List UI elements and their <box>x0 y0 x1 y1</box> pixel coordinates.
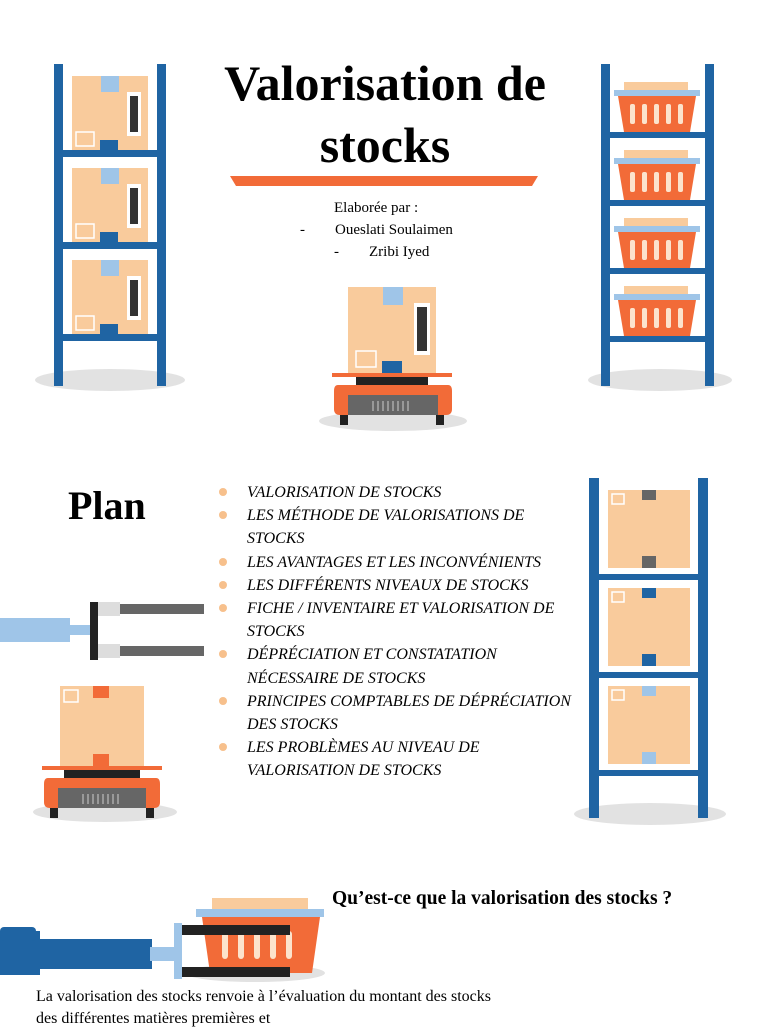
section-question-heading: Qu’est-ce que la valorisation des stocks… <box>332 888 673 909</box>
author-name: Oueslati Soulaimen <box>335 222 453 238</box>
right-shelf-baskets-illustration <box>588 64 732 391</box>
bullet-dash: - <box>300 222 305 238</box>
robot-cart-small-illustration <box>33 686 177 822</box>
plan-list: VALORISATION DE STOCKS LES MÉTHODE DE VA… <box>215 481 575 783</box>
document-title: Valorisation de stocks <box>224 55 546 173</box>
plan-item: FICHE / INVENTAIRE ET VALORISATION DE ST… <box>215 597 575 643</box>
box-icon <box>72 76 148 150</box>
section-paragraph: La valorisation des stocks renvoie à l’é… <box>36 988 491 1027</box>
box-icon <box>608 490 690 568</box>
box-icon <box>348 287 436 373</box>
box-icon <box>608 588 690 666</box>
plan-item: LES PROBLÈMES AU NIVEAU DE VALORISATION … <box>215 736 575 782</box>
basket-icon <box>614 286 700 336</box>
plan-item: LES MÉTHODE DE VALORISATIONS DE STOCKS <box>215 504 575 550</box>
author-name: Zribi Iyed <box>369 244 430 260</box>
plan-shelf-illustration <box>574 478 726 825</box>
author-row: - Oueslati Soulaimen <box>300 219 520 241</box>
basket-icon <box>614 150 700 200</box>
plan-item: PRINCIPES COMPTABLES DE DÉPRÉCIATION DES… <box>215 690 575 736</box>
box-icon <box>608 686 690 764</box>
basket-icon <box>196 898 324 973</box>
plan-item: VALORISATION DE STOCKS <box>215 481 575 504</box>
robot-arm-basket-illustration <box>0 898 325 982</box>
robot-gripper-arm-illustration <box>0 602 204 660</box>
plan-item: LES DIFFÉRENTS NIVEAUX DE STOCKS <box>215 574 575 597</box>
box-icon <box>72 260 148 334</box>
plan-item: LES AVANTAGES ET LES INCONVÉNIENTS <box>215 551 575 574</box>
box-icon <box>60 686 144 766</box>
authors-block: Elaborée par : - Oueslati Soulaimen - Zrib… <box>300 197 520 263</box>
box-icon <box>72 168 148 242</box>
left-shelf-illustration <box>35 64 185 391</box>
author-row: - Zribi Iyed <box>300 241 520 263</box>
authors-intro: Elaborée par : <box>334 200 419 216</box>
plan-item: DÉPRÉCIATION ET CONSTATATION NÉCESSAIRE … <box>215 643 575 689</box>
bullet-dash: - <box>334 244 339 260</box>
robot-cart-illustration <box>319 287 467 431</box>
basket-icon <box>614 82 700 132</box>
title-underline <box>230 176 538 186</box>
plan-heading: Plan <box>68 483 146 528</box>
basket-icon <box>614 218 700 268</box>
